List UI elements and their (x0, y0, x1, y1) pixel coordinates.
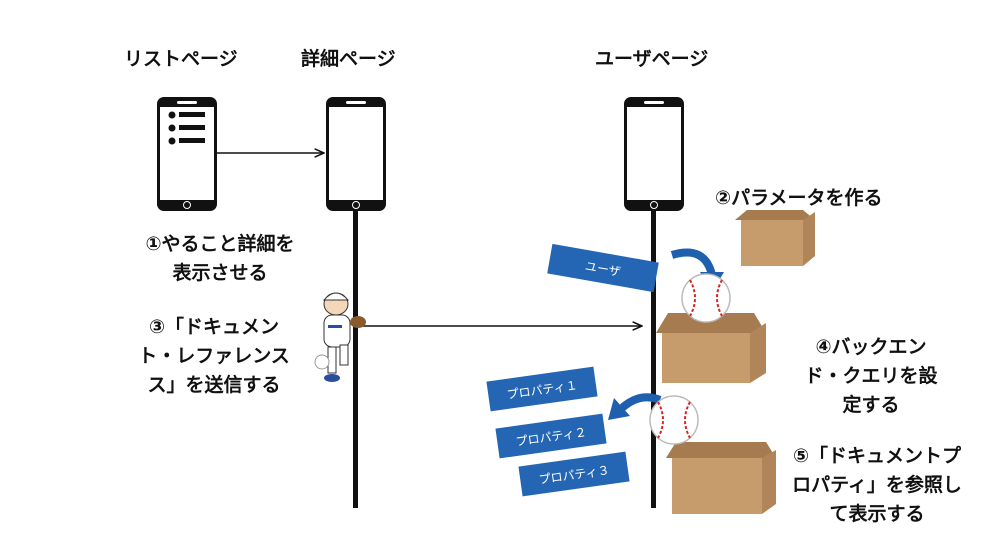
list-icon (168, 111, 205, 145)
baseball-player-icon (314, 292, 366, 382)
curved-arrow-in (670, 248, 716, 277)
step4-label: ④バックエンド・クエリを設定する (804, 336, 938, 416)
header-detail-page: 詳細ページ (301, 48, 396, 70)
user-lifeline (651, 208, 656, 508)
baseball-icon (649, 395, 699, 445)
step3-label: ③「ドキュメント・レファレンスス」を送信する (138, 316, 290, 396)
user-phone-icon (624, 97, 684, 211)
header-list-page: リストページ (124, 48, 238, 70)
detail-phone-icon (326, 97, 386, 211)
cardboard-box-icon (656, 313, 766, 383)
step1-label: ①やること詳細を表示させる (145, 233, 295, 284)
step5-label: ⑤「ドキュメントプロパティ」を参照して表示する (792, 445, 962, 525)
cardboard-box-icon (666, 442, 776, 514)
baseball-icon (681, 273, 731, 323)
cardboard-box-icon (735, 210, 815, 266)
step2-label: ②パラメータを作る (715, 187, 883, 209)
curved-arrow-out (619, 393, 662, 412)
list-phone-icon (157, 97, 217, 211)
detail-lifeline (353, 208, 358, 508)
header-user-page: ユーザページ (595, 48, 709, 70)
